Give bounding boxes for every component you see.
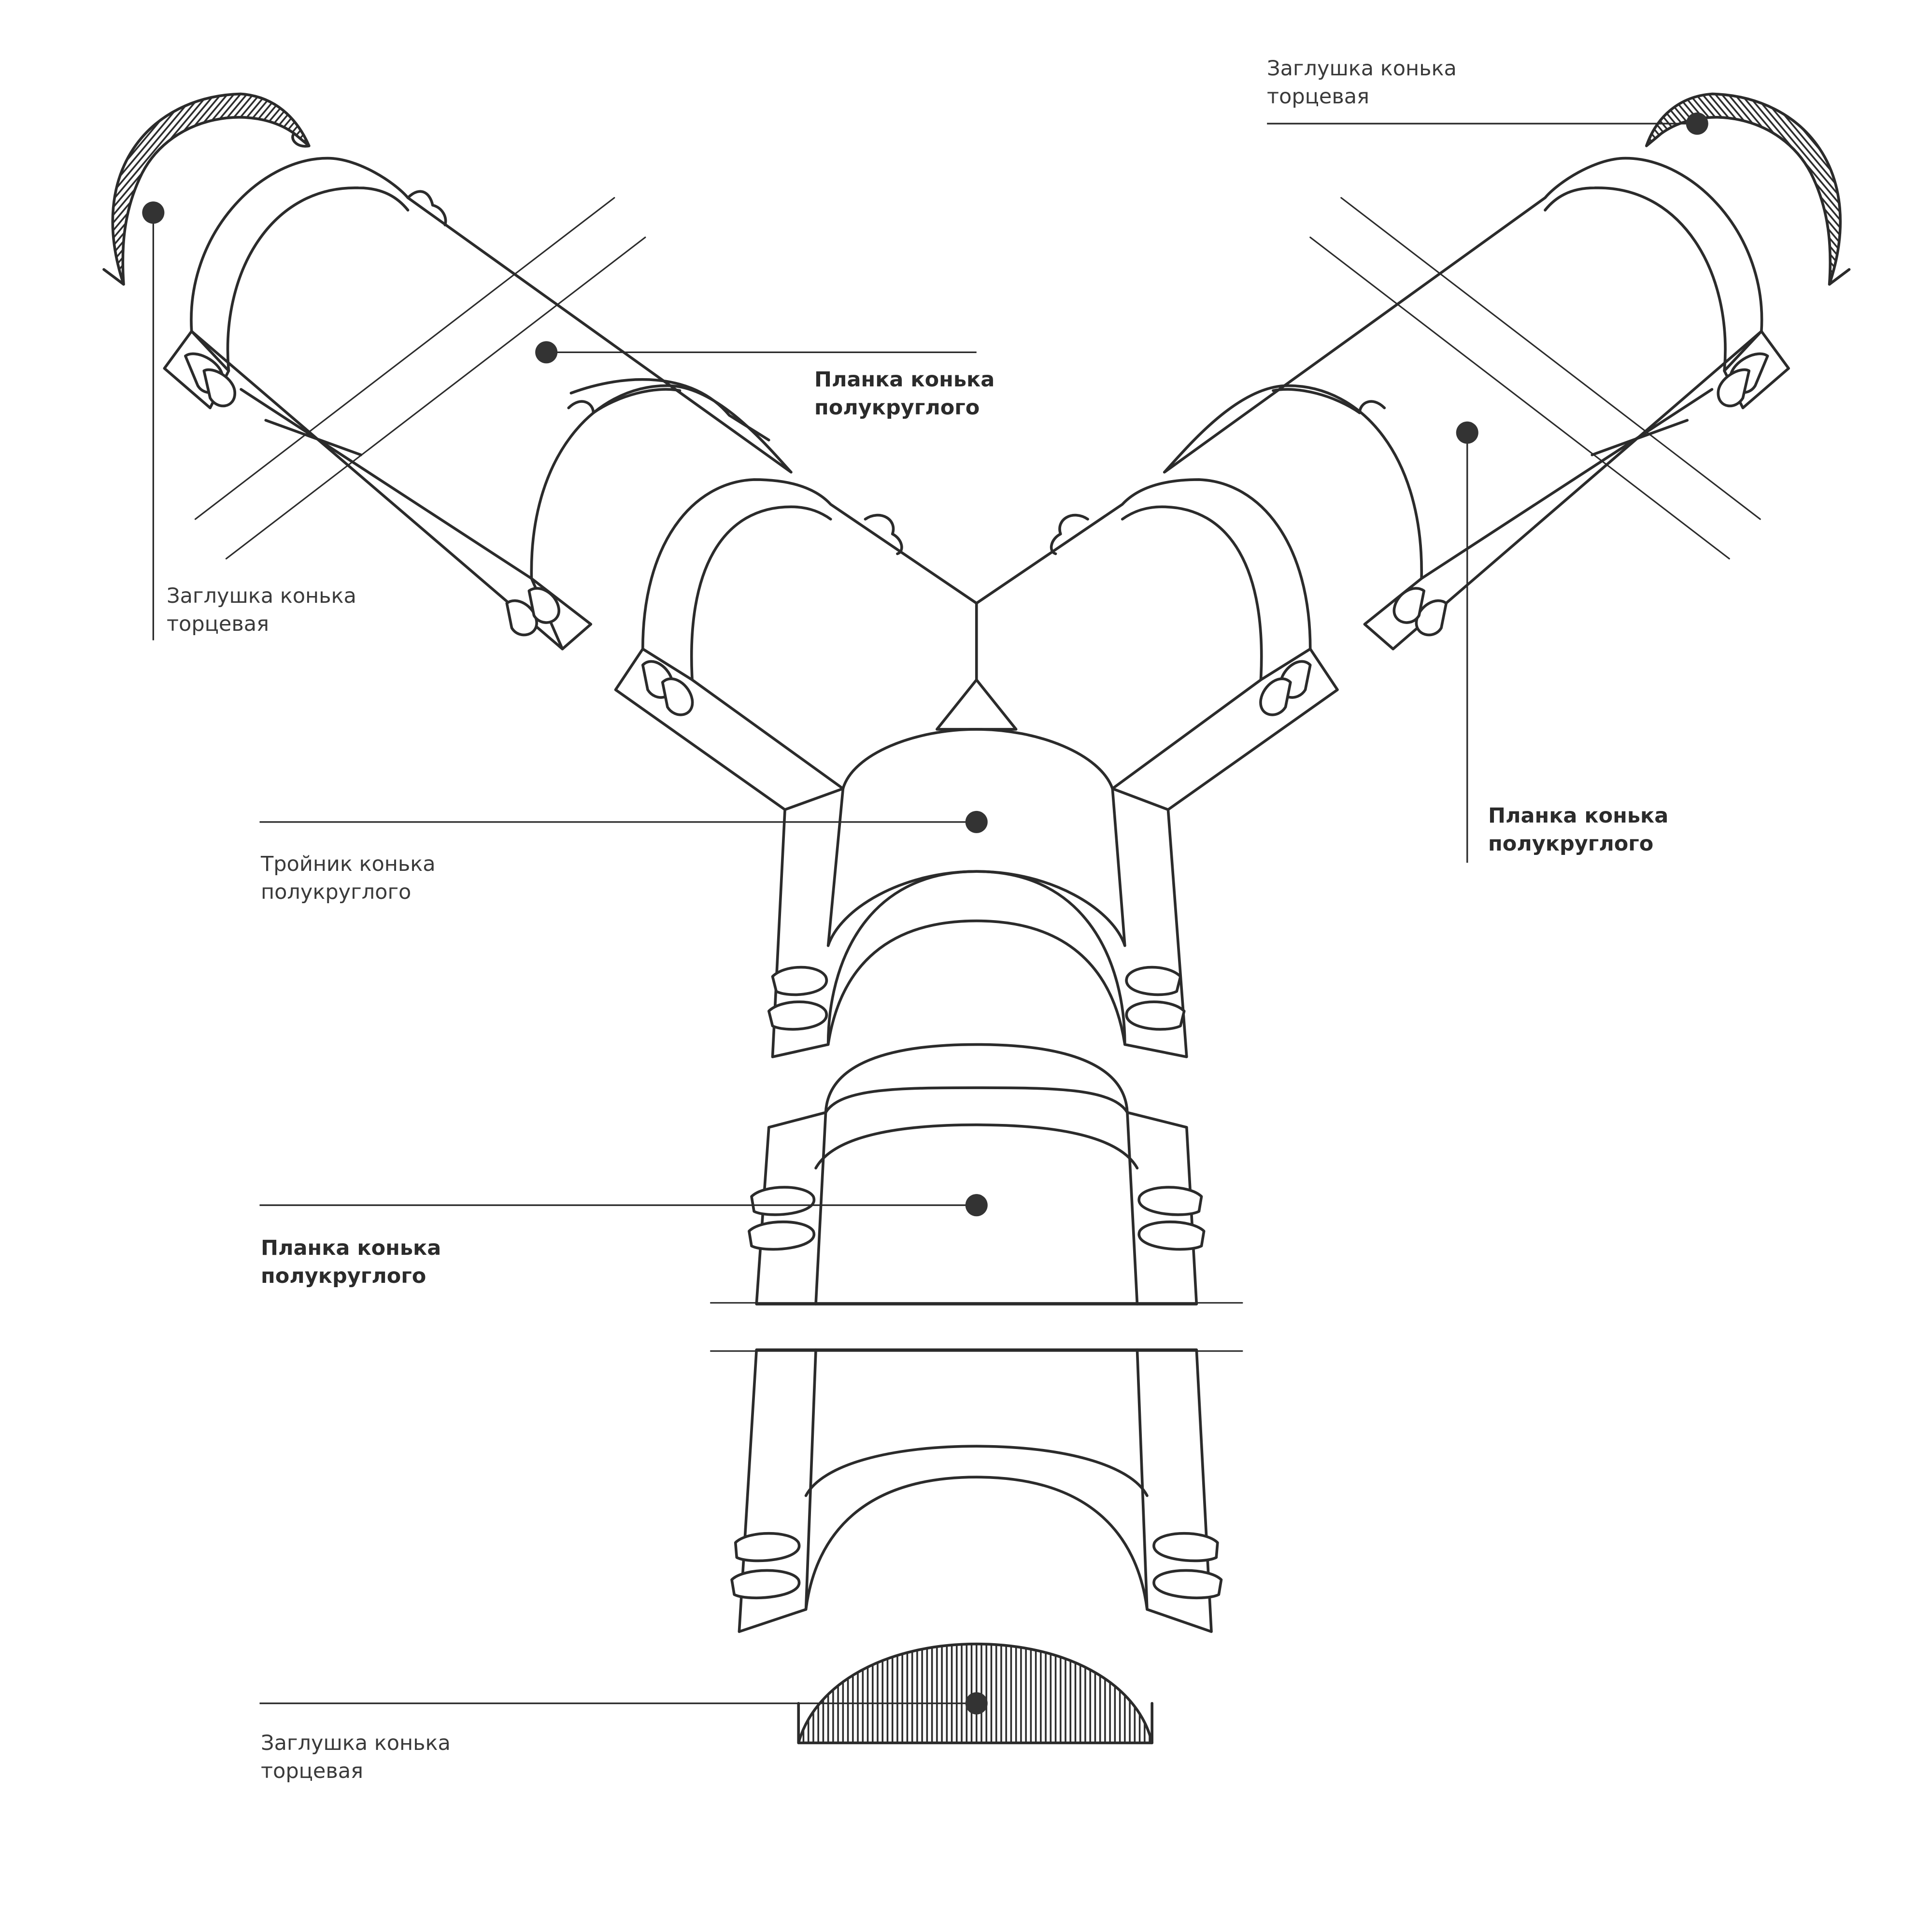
label-line: торцевая [261,1759,363,1783]
label-line: Планка конька [814,368,995,392]
label-line: Заглушка конька [261,1731,451,1755]
label-cap-top-right: Заглушка конька торцевая [1267,55,1457,111]
label-line: полукруглого [261,1264,426,1288]
marker-dot [142,201,165,224]
marker-dot [965,1692,988,1715]
label-line: полукруглого [814,396,980,420]
cut-lines-right [1309,197,1761,560]
label-cap-top-left: Заглушка конька торцевая [167,582,356,638]
end-cap-top-left [102,92,311,286]
label-line: торцевая [1267,85,1369,109]
label-tee: Тройник конька полукруглого [261,850,436,906]
marker-dot [535,341,558,364]
leader-lines [152,123,1697,1705]
ridge-piece-lower [730,1043,1223,1633]
ridge-piece-upper-right [1163,156,1790,651]
marker-dot [965,1194,988,1217]
marker-dot [1456,421,1478,444]
cut-lines-left [194,197,646,560]
label-ridge-lower: Планка конька полукруглого [261,1234,441,1290]
markers [142,112,1708,1715]
ridge-tee [614,478,1339,1058]
label-line: Планка конька [1488,804,1669,828]
label-line: Заглушка конька [167,584,356,608]
label-line: торцевая [167,612,269,636]
ridge-piece-upper-left [163,156,793,651]
label-line: полукруглого [1488,832,1654,856]
cut-lines-bottom [710,1302,1243,1352]
marker-dot [1686,112,1708,135]
label-ridge-upper-right: Планка конька полукруглого [1488,802,1668,858]
label-line: Заглушка конька [1267,57,1457,81]
label-line: полукруглого [261,880,412,904]
label-ridge-upper-left: Планка конька полукруглого [814,366,994,422]
label-line: Планка конька [261,1236,441,1260]
marker-dot [965,810,988,833]
label-cap-bottom: Заглушка конька торцевая [261,1729,451,1785]
label-line: Тройник конька [261,852,436,876]
end-cap-top-right [1645,92,1851,286]
